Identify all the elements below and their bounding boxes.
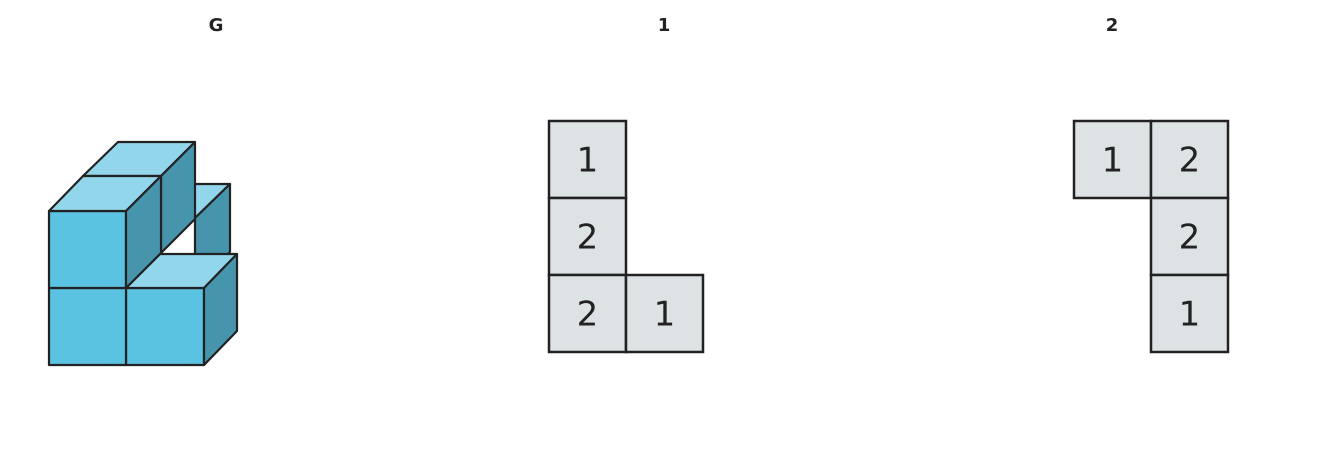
cube-front-left-bottom [47, 286, 128, 367]
grid-cell: 1 [547, 119, 628, 200]
grid-cell-box [1149, 196, 1230, 277]
grid-cell: 1 [1072, 119, 1153, 200]
grid-cell: 2 [1149, 119, 1230, 200]
grid-cell-box [547, 119, 628, 200]
grid-cell: 1 [1149, 273, 1230, 354]
cube-front-face [124, 286, 206, 367]
grid-cell-value: 1 [1179, 295, 1201, 335]
panel-title-2: 2 [1105, 15, 1119, 36]
cube-side-face [124, 174, 163, 290]
grid-cell-box [624, 273, 705, 354]
grid-view-1: 1 2 2 1 [547, 119, 705, 354]
grid-cell-value: 1 [654, 295, 676, 335]
grid-cell: 2 [1149, 196, 1230, 277]
grid-cell-box [547, 196, 628, 277]
grid-view-2: 1 2 2 1 [1072, 119, 1230, 354]
cube-front-left-upper [47, 174, 163, 290]
grid-cell-value: 1 [1102, 141, 1124, 181]
grid-cell-box [1149, 273, 1230, 354]
grid-cell-box [1072, 119, 1153, 200]
grid-cell-box [1149, 119, 1230, 200]
grid-cell-value: 2 [1179, 141, 1201, 181]
grid-cell-value: 2 [577, 295, 599, 335]
grid-cell: 2 [547, 196, 628, 277]
cube-side-face [202, 252, 239, 367]
grid-cell-box [547, 273, 628, 354]
panel-title-1: 1 [657, 15, 671, 36]
grid-cell-value: 2 [577, 218, 599, 258]
cube-front-face [47, 209, 128, 290]
cube-front-face [47, 286, 128, 367]
cube-stack [47, 140, 239, 367]
grid-cell-value: 1 [577, 141, 599, 181]
grid-cell: 2 [547, 273, 628, 354]
panel-title-g: G [208, 15, 224, 36]
grid-cell: 1 [624, 273, 705, 354]
grid-cell-value: 2 [1179, 218, 1201, 258]
cube-front-right-bottom [124, 252, 239, 367]
